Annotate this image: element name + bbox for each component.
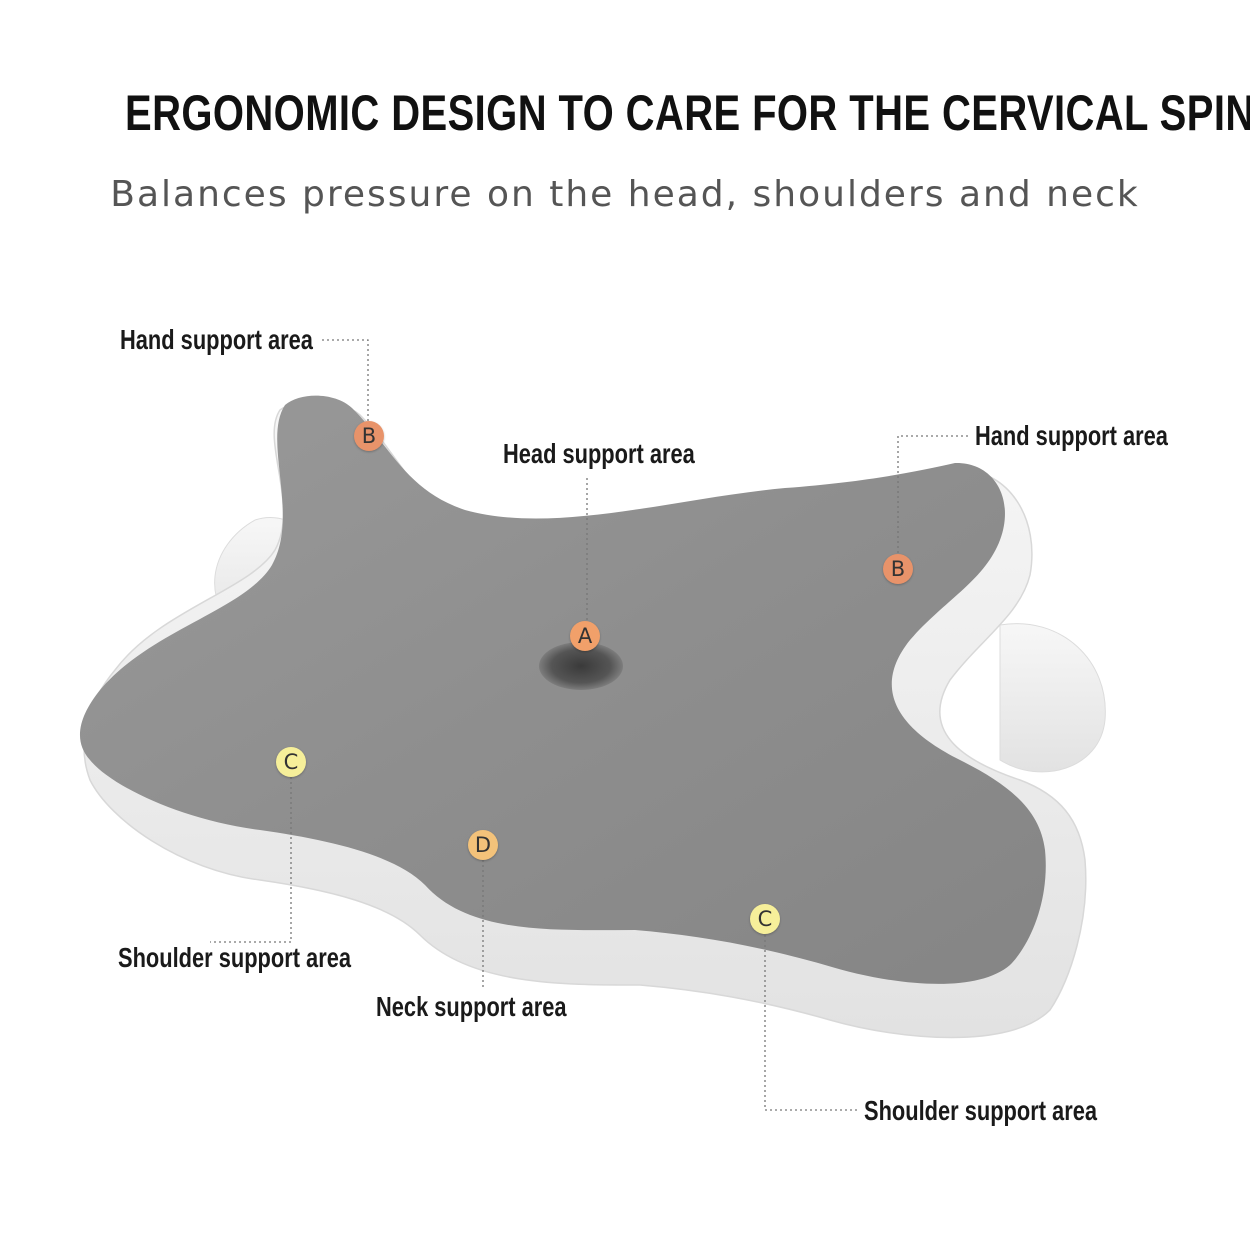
marker-c-right: C [750, 904, 780, 934]
label-shoulder-support-left: Shoulder support area [118, 942, 352, 973]
leader-shoulder-right [764, 935, 860, 1111]
marker-d-center: D [468, 830, 498, 860]
page-title: ERGONOMIC DESIGN TO CARE FOR THE CERVICA… [125, 85, 1250, 141]
label-head-support: Head support area [503, 438, 695, 469]
leader-lines [210, 339, 968, 1111]
leader-hand-left [322, 339, 369, 422]
marker-b-right: B [883, 554, 913, 584]
label-neck-support: Neck support area [376, 991, 567, 1022]
label-hand-support-left: Hand support area [120, 324, 313, 355]
pillow-right-wing [999, 623, 1106, 773]
pillow-top-surface [79, 395, 1046, 984]
marker-a-center: A [570, 621, 600, 651]
page-subtitle: Balances pressure on the head, shoulders… [110, 174, 1140, 215]
leader-hand-right [897, 435, 968, 555]
marker-c-left: C [276, 747, 306, 777]
label-shoulder-support-right: Shoulder support area [864, 1095, 1098, 1126]
leader-shoulder-left [210, 777, 292, 943]
marker-b-left: B [354, 421, 384, 451]
head-support-hole [539, 642, 623, 690]
label-hand-support-right: Hand support area [975, 420, 1168, 451]
